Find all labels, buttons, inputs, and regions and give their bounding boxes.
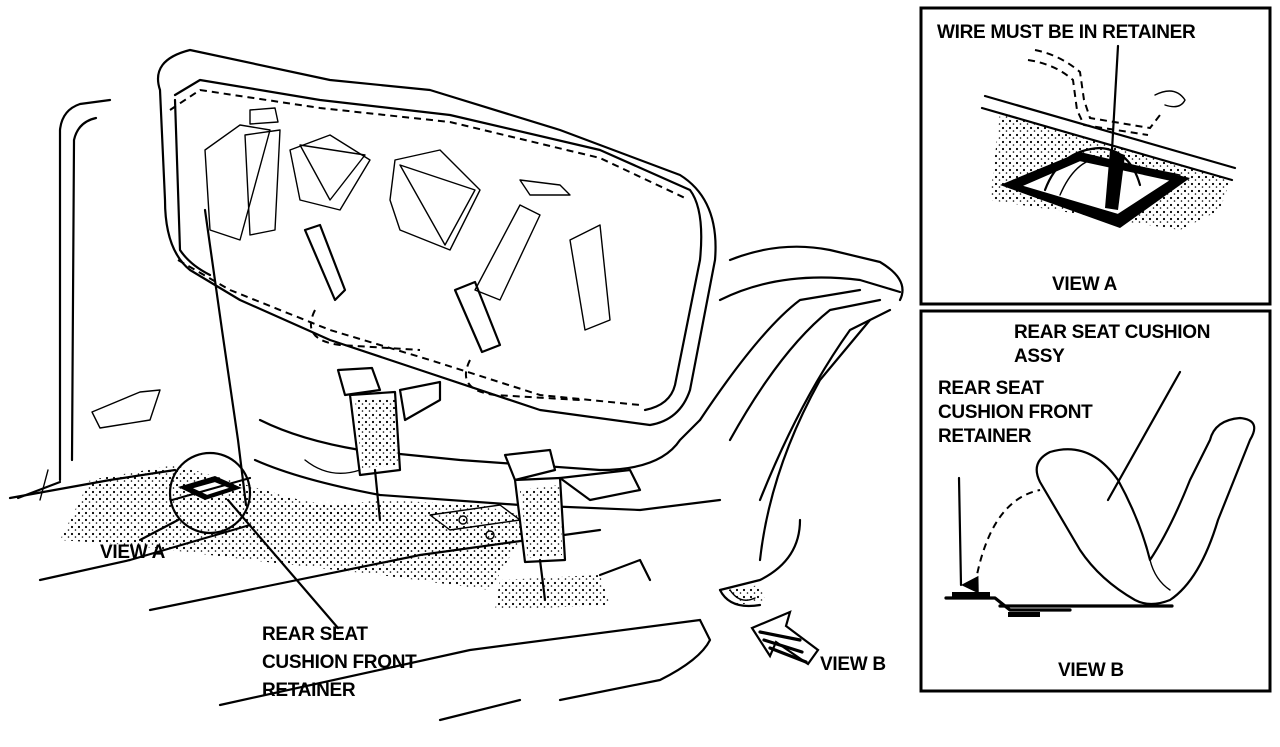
inset-b-assy-line-1: REAR SEAT CUSHION	[1014, 322, 1210, 343]
view-a-circle	[168, 451, 252, 535]
floor-panel	[8, 389, 712, 722]
view-a-label: VIEW A	[100, 542, 166, 563]
view-a-pointer	[138, 518, 180, 542]
seat-back	[156, 48, 717, 427]
retainer-label-line-2: CUSHION FRONT	[262, 652, 417, 673]
seat-cushion	[253, 245, 904, 608]
door-pillar	[16, 98, 112, 501]
harness-wire	[203, 208, 248, 507]
inset-view-b: REAR SEAT CUSHION ASSY REAR SEAT CUSHION…	[919, 309, 1272, 693]
inset-b-caption: VIEW B	[1058, 660, 1124, 681]
view-b-arrow	[750, 610, 820, 666]
inset-b-retainer-pointer	[957, 476, 979, 594]
inset-b-assy-line-2: ASSY	[1014, 346, 1065, 367]
inset-a-caption: VIEW A	[1052, 274, 1118, 295]
inset-b-retainer-line-3: RETAINER	[938, 426, 1032, 447]
inset-b-assy-pointer	[1106, 370, 1182, 502]
retainer-label-line-3: RETAINER	[262, 680, 356, 701]
inset-a-callout: WIRE MUST BE IN RETAINER	[937, 22, 1196, 43]
main-view: VIEW A REAR SEAT CUSHION FRONT RETAINER …	[8, 48, 904, 722]
retainer-pointer	[226, 498, 340, 630]
view-b-label: VIEW B	[820, 654, 886, 675]
inset-b-retainer-line-2: CUSHION FRONT	[938, 402, 1093, 423]
inset-b-retainer-line-1: REAR SEAT	[938, 378, 1044, 399]
inset-view-a: WIRE MUST BE IN RETAINER VIEW A	[919, 6, 1272, 306]
seat-belt-buckles	[304, 366, 652, 610]
retainer-label-line-1: REAR SEAT	[262, 624, 368, 645]
